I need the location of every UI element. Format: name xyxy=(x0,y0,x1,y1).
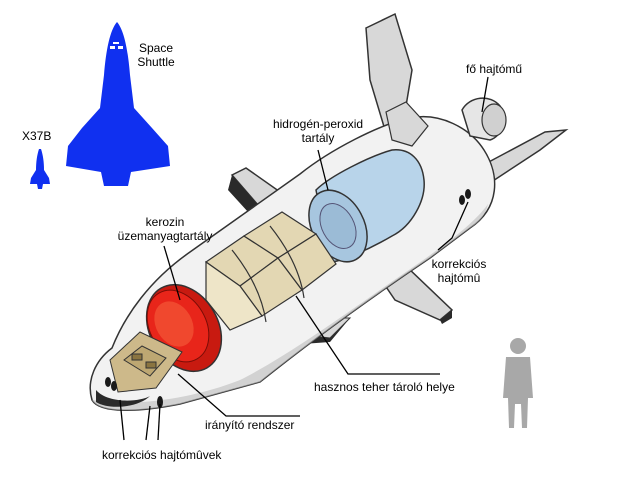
x37b-silhouette xyxy=(30,149,50,189)
human-silhouette xyxy=(503,338,533,428)
kerosene-tank-label-line1: kerozin xyxy=(145,215,185,229)
x37b-label: X37B xyxy=(22,129,52,143)
space-shuttle-label-line1: Space xyxy=(138,41,174,55)
rear-thruster-label-line1: korrekciós xyxy=(431,257,487,271)
payload-leader xyxy=(295,295,440,375)
guidance-system-label: irányító rendszer xyxy=(205,418,295,432)
space-shuttle-label-line2: Shuttle xyxy=(137,55,175,69)
hydrogen-peroxide-label-line1: hidrogén-peroxid xyxy=(272,117,364,131)
kerosene-tank-label-line2: üzemanyagtartály xyxy=(117,229,213,243)
nose-thrusters-icon xyxy=(105,377,163,408)
main-engine-nozzle xyxy=(461,97,507,141)
rear-thruster-label-line2: hajtómû xyxy=(437,271,481,285)
hydrogen-peroxide-label-line2: tartály xyxy=(301,131,335,145)
kerosene-tank-label: kerozin üzemanyagtartály xyxy=(110,215,220,243)
space-shuttle-silhouette xyxy=(66,22,170,186)
payload-bay-label: hasznos teher tároló helye xyxy=(314,380,455,394)
shuttle-windows-icon xyxy=(110,42,123,49)
leader-lines xyxy=(119,76,489,441)
rear-thrusters-icon xyxy=(459,189,471,205)
rear-fairing xyxy=(385,101,429,147)
nose-thrusters-label: korrekciós hajtómûvek xyxy=(102,448,222,462)
main-engine-label: fő hajtómű xyxy=(466,62,523,76)
space-shuttle-label: Space Shuttle xyxy=(130,41,182,69)
rear-thruster-label: korrekciós hajtómû xyxy=(424,257,494,285)
payload-bay xyxy=(204,211,337,331)
hydrogen-peroxide-tank xyxy=(308,149,425,263)
hydrogen-peroxide-label: hidrogén-peroxid tartály xyxy=(258,117,378,145)
